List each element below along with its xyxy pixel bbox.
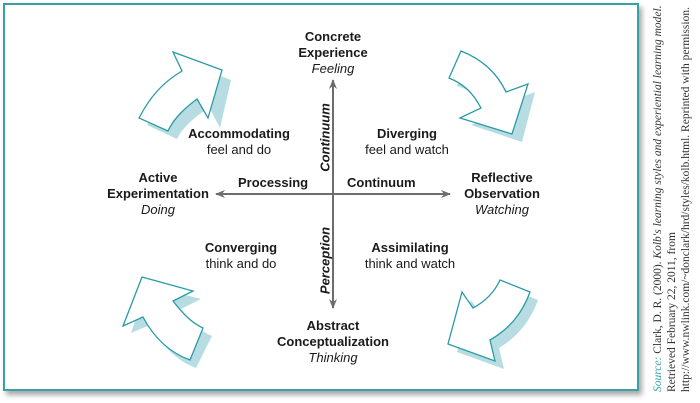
source-text-2: Retrieved February 22, 2011, from http:/… [666,7,692,392]
pole-bottom-line1: Abstract [306,318,360,333]
pole-abstract-conceptualization: Abstract Conceptualization Thinking [263,318,403,366]
quadrant-converging-desc: think and do [205,256,277,271]
quadrant-converging: Converging think and do [196,240,286,272]
quadrant-accommodating-desc: feel and do [206,142,272,157]
source-text-1: Clark, D. R. (2000). [652,258,664,357]
pole-reflective-observation: Reflective Observation Watching [452,170,552,218]
pole-active-experimentation: Active Experimentation Doing [100,170,216,218]
pole-top-line1: Concrete [304,29,362,44]
pole-bottom-subtitle: Thinking [308,350,358,365]
pole-right-subtitle: Watching [475,202,529,217]
quadrant-diverging: Diverging feel and watch [357,126,457,158]
pole-left-line2: Experimentation [107,186,209,201]
axis-label-continuum-horizontal: Continuum [347,175,416,190]
axis-label-continuum-vertical: Continuum [317,103,333,172]
quadrant-accommodating: Accommodating feel and do [184,126,294,158]
axis-label-processing: Processing [238,175,309,190]
quadrant-diverging-desc: feel and watch [365,142,449,157]
quadrant-assimilating: Assimilating think and watch [355,240,465,272]
pole-concrete-experience: Concrete Experience Feeling [273,29,393,77]
axis-label-perception: Perception [317,226,333,295]
arrow-accommodating-to-diverging [138,50,231,139]
pole-left-subtitle: Doing [141,202,175,217]
arrow-converging-to-accommodating [121,276,212,368]
quadrant-assimilating-title: Assimilating [371,240,449,255]
quadrant-diverging-title: Diverging [377,126,437,141]
pole-top-line2: Experience [298,45,368,60]
quadrant-converging-title: Converging [204,240,278,255]
pole-top-subtitle: Feeling [311,61,355,76]
source-label: Source: [652,356,664,392]
pole-right-line1: Reflective [471,170,533,185]
source-title: Kolb's learning styles and experiential … [652,5,664,259]
diagram-frame [3,3,639,391]
pole-left-line1: Active [138,170,178,185]
pole-right-line2: Observation [464,186,540,201]
arrow-diverging-to-assimilating [448,50,535,142]
quadrant-accommodating-title: Accommodating [188,126,290,141]
arrow-assimilating-to-converging [447,279,538,369]
quadrant-assimilating-desc: think and watch [364,256,456,271]
source-citation: Source: Clark, D. R. (2000). Kolb's lear… [651,0,693,392]
pole-bottom-line2: Conceptualization [277,334,389,349]
